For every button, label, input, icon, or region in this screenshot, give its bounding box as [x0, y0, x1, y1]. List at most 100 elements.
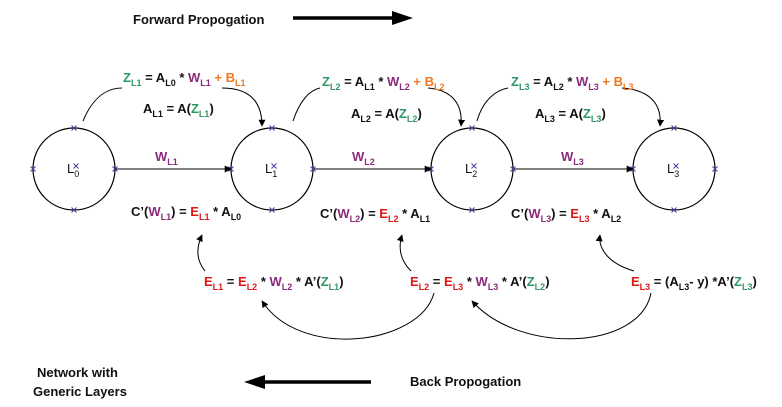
equation-term: + B: [410, 74, 434, 89]
equation-term: = A: [340, 74, 364, 89]
forward-curves: [82, 87, 665, 127]
error-equation-3: EL3 = (AL3- y) *A’(ZL3): [631, 274, 757, 292]
node-marker: [310, 166, 316, 172]
equation-subscript: L1: [161, 212, 172, 222]
equation-subscript: L2: [330, 82, 341, 92]
equation-term: =: [223, 274, 238, 289]
equation-subscript: L1: [200, 78, 211, 88]
forward-curve-1b: [221, 87, 266, 127]
back-propagation-label: Back Propogation: [410, 374, 521, 389]
equation-term: = A(: [555, 106, 584, 121]
forward-curve-2: [292, 87, 321, 122]
forward-arrow: [293, 11, 413, 25]
activation-equation-1: AL1 = A(ZL1): [143, 101, 214, 119]
equation-term: W: [576, 74, 589, 89]
equation-term: * A: [589, 206, 611, 221]
equation-term: = (A: [650, 274, 679, 289]
equation-subscript: L1: [152, 109, 163, 119]
equation-subscript: L1: [329, 282, 340, 292]
equation-term: A: [351, 106, 361, 121]
equation-subscript: L3: [544, 114, 555, 124]
forward-curve-3: [476, 87, 509, 122]
equation-subscript: L3: [679, 282, 690, 292]
equation-term: E: [190, 204, 199, 219]
weight-label-3: WL3: [561, 149, 584, 167]
equation-term: *: [463, 274, 475, 289]
equation-term: - y) *A’(: [689, 274, 734, 289]
node-marker: [469, 207, 475, 213]
equation-term: W: [337, 206, 350, 221]
equation-term: ): [209, 101, 213, 116]
node-marker: [30, 166, 36, 172]
equation-subscript: L2: [553, 82, 564, 92]
layer-node-label: L1: [265, 161, 277, 179]
equation-term: W: [387, 74, 400, 89]
node-marker: [471, 163, 477, 169]
equation-subscript: L1: [131, 78, 142, 88]
equation-term: Z: [511, 74, 519, 89]
equation-subscript: L0: [165, 78, 176, 88]
equation-subscript: L2: [388, 214, 399, 224]
equation-subscript: L1: [235, 78, 246, 88]
equation-subscript: L2: [434, 82, 445, 92]
equation-subscript: L0: [231, 212, 242, 222]
equation-term: ): [339, 274, 343, 289]
back-curve-e3-to-c3: [595, 234, 635, 272]
node-marker: [71, 125, 77, 131]
equation-term: Z: [399, 106, 407, 121]
equation-subscript: L3: [591, 114, 602, 124]
equation-term: A: [143, 101, 153, 116]
z-equation-1: ZL1 = AL0 * WL1 + BL1: [123, 70, 246, 88]
z-equation-2: ZL2 = AL1 * WL2 + BL2: [322, 74, 445, 92]
equation-term: W: [528, 206, 541, 221]
equation-term: *: [375, 74, 387, 89]
equation-term: E: [631, 274, 640, 289]
forward-curve-3b: [621, 87, 665, 127]
equation-term: * A’(: [498, 274, 527, 289]
equation-term: A: [535, 106, 545, 121]
equation-term: ) =: [171, 204, 190, 219]
layer-node-0: L0: [30, 125, 118, 213]
equation-subscript: L2: [360, 114, 371, 124]
equation-term: ) =: [360, 206, 379, 221]
node-marker: [671, 125, 677, 131]
equation-term: ) =: [551, 206, 570, 221]
equation-term: = A(: [371, 106, 400, 121]
node-marker: [469, 125, 475, 131]
equation-subscript: L3: [640, 282, 651, 292]
equation-term: Z: [583, 106, 591, 121]
equation-subscript: L2: [247, 282, 258, 292]
layer-node-label: L3: [667, 161, 679, 179]
equation-subscript: L3: [623, 82, 634, 92]
equation-term: C’(: [131, 204, 149, 219]
equation-subscript: L2: [399, 82, 410, 92]
equation-term: E: [379, 206, 388, 221]
equation-term: = A(: [163, 101, 192, 116]
equation-term: + B: [599, 74, 623, 89]
equation-term: ): [753, 274, 757, 289]
equation-term: E: [238, 274, 247, 289]
equation-term: *: [257, 274, 269, 289]
z-equation-3: ZL3 = AL2 * WL3 + BL3: [511, 74, 634, 92]
equation-subscript: L2: [419, 282, 430, 292]
forward-curve-2b: [427, 87, 466, 127]
equation-term: W: [476, 274, 489, 289]
activation-equation-3: AL3 = A(ZL3): [535, 106, 606, 124]
network-title-line2: Generic Layers: [33, 384, 127, 399]
equation-subscript: L2: [407, 114, 418, 124]
network-title-line1: Network with: [37, 365, 118, 380]
forward-curve-1: [82, 87, 123, 122]
layer-node-label: L0: [67, 161, 79, 179]
equation-subscript: L1: [213, 282, 224, 292]
equation-term: Z: [322, 74, 330, 89]
equation-subscript: L2: [611, 214, 622, 224]
equation-term: Z: [527, 274, 535, 289]
weight-label-2: WL2: [352, 149, 375, 167]
equation-term: = A: [141, 70, 165, 85]
node-marker: [712, 166, 718, 172]
equation-term: ): [417, 106, 421, 121]
cost-gradient-equation-3: C’(WL3) = EL3 * AL2: [511, 206, 621, 224]
